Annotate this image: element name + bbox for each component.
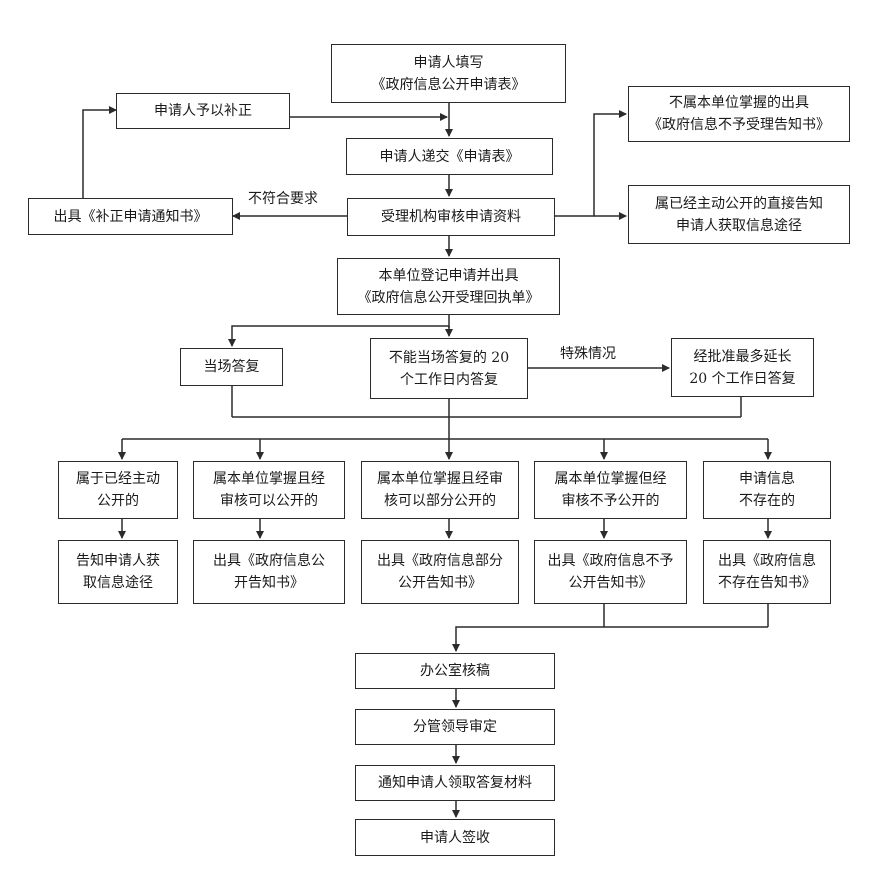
node-result-partial-notice: 出具《政府信息部分 公开告知书》 bbox=[361, 540, 519, 604]
node-result-disclosure-notice: 出具《政府信息公 开告知书》 bbox=[193, 540, 345, 604]
arrow-to-office bbox=[452, 626, 768, 652]
node-already-public-notice: 属已经主动公开的直接告知 申请人获取信息途径 bbox=[628, 185, 850, 244]
node-applicant-correction: 申请人予以补正 bbox=[116, 93, 290, 129]
node-reply-within-20-days: 不能当场答复的 20 个工作日内答复 bbox=[370, 338, 528, 399]
node-result-non-disclosure-notice: 出具《政府信息不予 公开告知书》 bbox=[534, 540, 687, 604]
node-apply-fill: 申请人填写 《政府信息公开申请表》 bbox=[331, 44, 566, 103]
node-leader-approval: 分管领导审定 bbox=[355, 709, 555, 745]
node-category-not-disclose: 属本单位掌握但经 审核不予公开的 bbox=[534, 461, 687, 519]
node-office-review: 办公室核稿 bbox=[355, 653, 555, 689]
node-applicant-sign: 申请人签收 bbox=[355, 819, 555, 856]
node-result-not-exist-notice: 出具《政府信息 不存在告知书》 bbox=[703, 540, 831, 604]
node-correction-notice: 出具《补正申请通知书》 bbox=[28, 198, 233, 235]
edge-label-not-meet: 不符合要求 bbox=[248, 191, 318, 207]
line-review-right bbox=[555, 110, 627, 217]
node-category-not-exist: 申请信息 不存在的 bbox=[703, 461, 831, 519]
node-not-held-notice: 不属本单位掌握的出具 《政府信息不予受理告知书》 bbox=[628, 86, 850, 142]
node-extend-20-days: 经批准最多延长 20 个工作日答复 bbox=[671, 338, 814, 397]
arrow-notice-to-correction bbox=[82, 106, 117, 198]
node-result-inform-channel: 告知申请人获 取信息途径 bbox=[58, 540, 178, 604]
node-notify-applicant: 通知申请人领取答复材料 bbox=[355, 765, 555, 801]
node-review-materials: 受理机构审核申请资料 bbox=[347, 198, 555, 236]
node-register-receipt: 本单位登记申请并出具 《政府信息公开受理回执单》 bbox=[337, 258, 560, 315]
edge-label-special: 特殊情况 bbox=[560, 346, 616, 362]
node-submit-form: 申请人递交《申请表》 bbox=[346, 138, 553, 175]
node-category-already-public: 属于已经主动 公开的 bbox=[58, 461, 178, 519]
arrow-to-on-spot bbox=[228, 325, 449, 347]
node-category-partial-disclose: 属本单位掌握且经审 核可以部分公开的 bbox=[361, 461, 519, 519]
node-category-can-disclose: 属本单位掌握且经 审核可以公开的 bbox=[193, 461, 345, 519]
node-on-spot-reply: 当场答复 bbox=[180, 348, 283, 386]
